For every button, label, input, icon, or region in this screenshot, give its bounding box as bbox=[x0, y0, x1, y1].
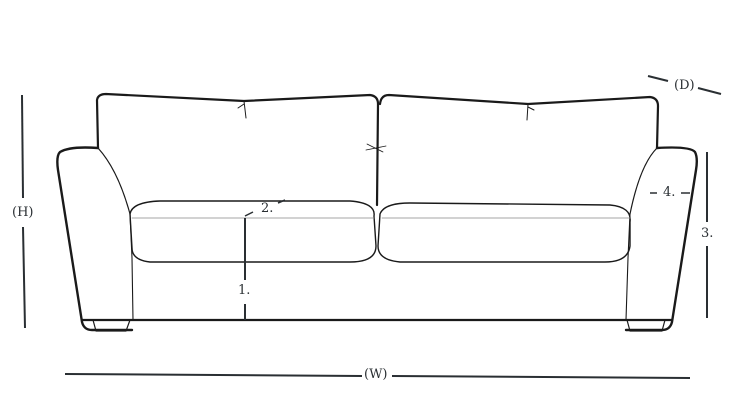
width-dim-line-left bbox=[64, 373, 363, 377]
depth-label: (D) bbox=[673, 78, 696, 93]
seat-cushion-right bbox=[377, 202, 631, 263]
depth-dim-line-right bbox=[697, 87, 722, 95]
seat-height-label: 1. bbox=[237, 283, 252, 298]
width-dim-line-right bbox=[391, 375, 691, 379]
seat-depth-label: 2. bbox=[260, 201, 275, 216]
left-arm bbox=[56, 146, 134, 332]
height-dim-line-top bbox=[21, 94, 24, 199]
arm-width-label: 4. bbox=[662, 185, 677, 200]
seat-cushion-left bbox=[129, 200, 377, 263]
back-cushion-right bbox=[378, 93, 660, 150]
left-foot bbox=[92, 319, 131, 332]
back-cushion-left bbox=[95, 92, 380, 207]
height-label: (H) bbox=[11, 205, 35, 220]
height-dim-line-bottom bbox=[22, 226, 26, 329]
right-arm bbox=[624, 146, 698, 332]
width-label: (W) bbox=[363, 367, 389, 382]
depth-dim-line-left bbox=[647, 75, 669, 82]
arm-height-label: 3. bbox=[700, 226, 715, 241]
right-foot bbox=[626, 319, 666, 332]
